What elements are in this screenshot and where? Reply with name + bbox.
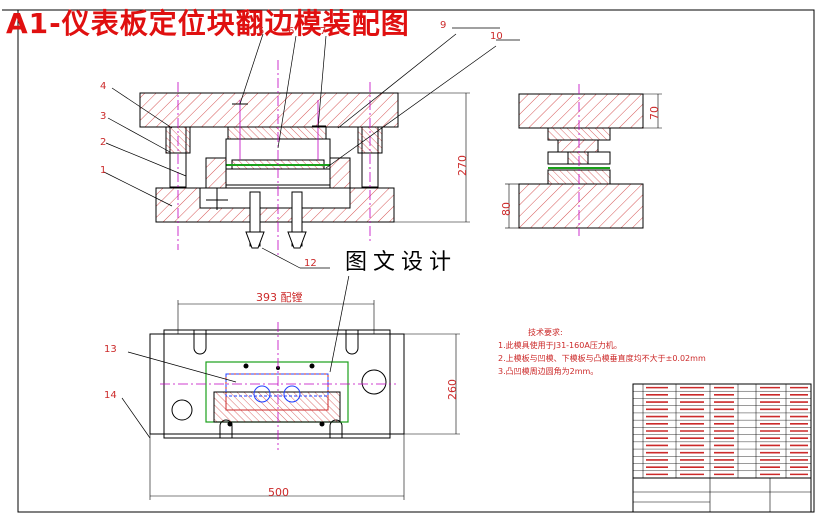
punch-holder [227,126,327,140]
dim-side-bottom: 80 [500,202,513,216]
plan-view [121,269,460,500]
side-upper-plate [518,93,644,129]
part-label-3: 3 [100,111,107,122]
tech-item-3: 3.凸凹模周边圆角为2mm。 [498,367,599,376]
side-lower-plate [518,183,644,229]
part-label-14: 14 [104,390,117,401]
side-block-left [205,157,227,189]
sheet-border [17,9,815,513]
dim-height-lower: 260 [446,379,459,400]
guide-hole-left [171,399,193,421]
side-block-right [329,157,351,189]
part-label-1: 1 [100,165,107,176]
dim-slot: 393 配镗 [256,291,303,304]
guide-hole-right [361,369,387,395]
tech-heading: 技术要求: [528,328,563,337]
dim-width-lower: 500 [268,486,289,499]
part-label-6: 6 [288,26,295,37]
tech-item-1: 1.此模具使用于J31-160A压力机。 [498,341,622,350]
upper-plate [139,92,399,128]
part-label-7: 7 [320,26,327,37]
tech-item-2: 2.上模板与凹模、下模板与凸模垂直度均不大于±0.02mm [498,354,706,363]
side-view [505,84,662,236]
part-label-12: 12 [304,258,317,269]
technical-requirements: 技术要求: 1.此模具使用于J31-160A压力机。 2.上模板与凹模、下模板与… [498,326,706,378]
part-label-13: 13 [104,344,117,355]
plan-outline [149,333,405,435]
dim-height-main: 270 [456,155,469,176]
part-label-4: 4 [100,81,107,92]
part-label-10: 10 [490,31,503,42]
part-label-2: 2 [100,137,107,148]
part-label-5: 5 [258,26,265,37]
front-view [103,27,520,269]
dim-side-top: 70 [648,106,661,120]
bom-rows [633,386,811,476]
drawing-title: A1-仪表板定位块翻边模装配图 [6,7,410,40]
watermark-text: 图文设计 [342,244,461,276]
part-label-9: 9 [440,20,447,31]
bom-table [632,383,812,513]
